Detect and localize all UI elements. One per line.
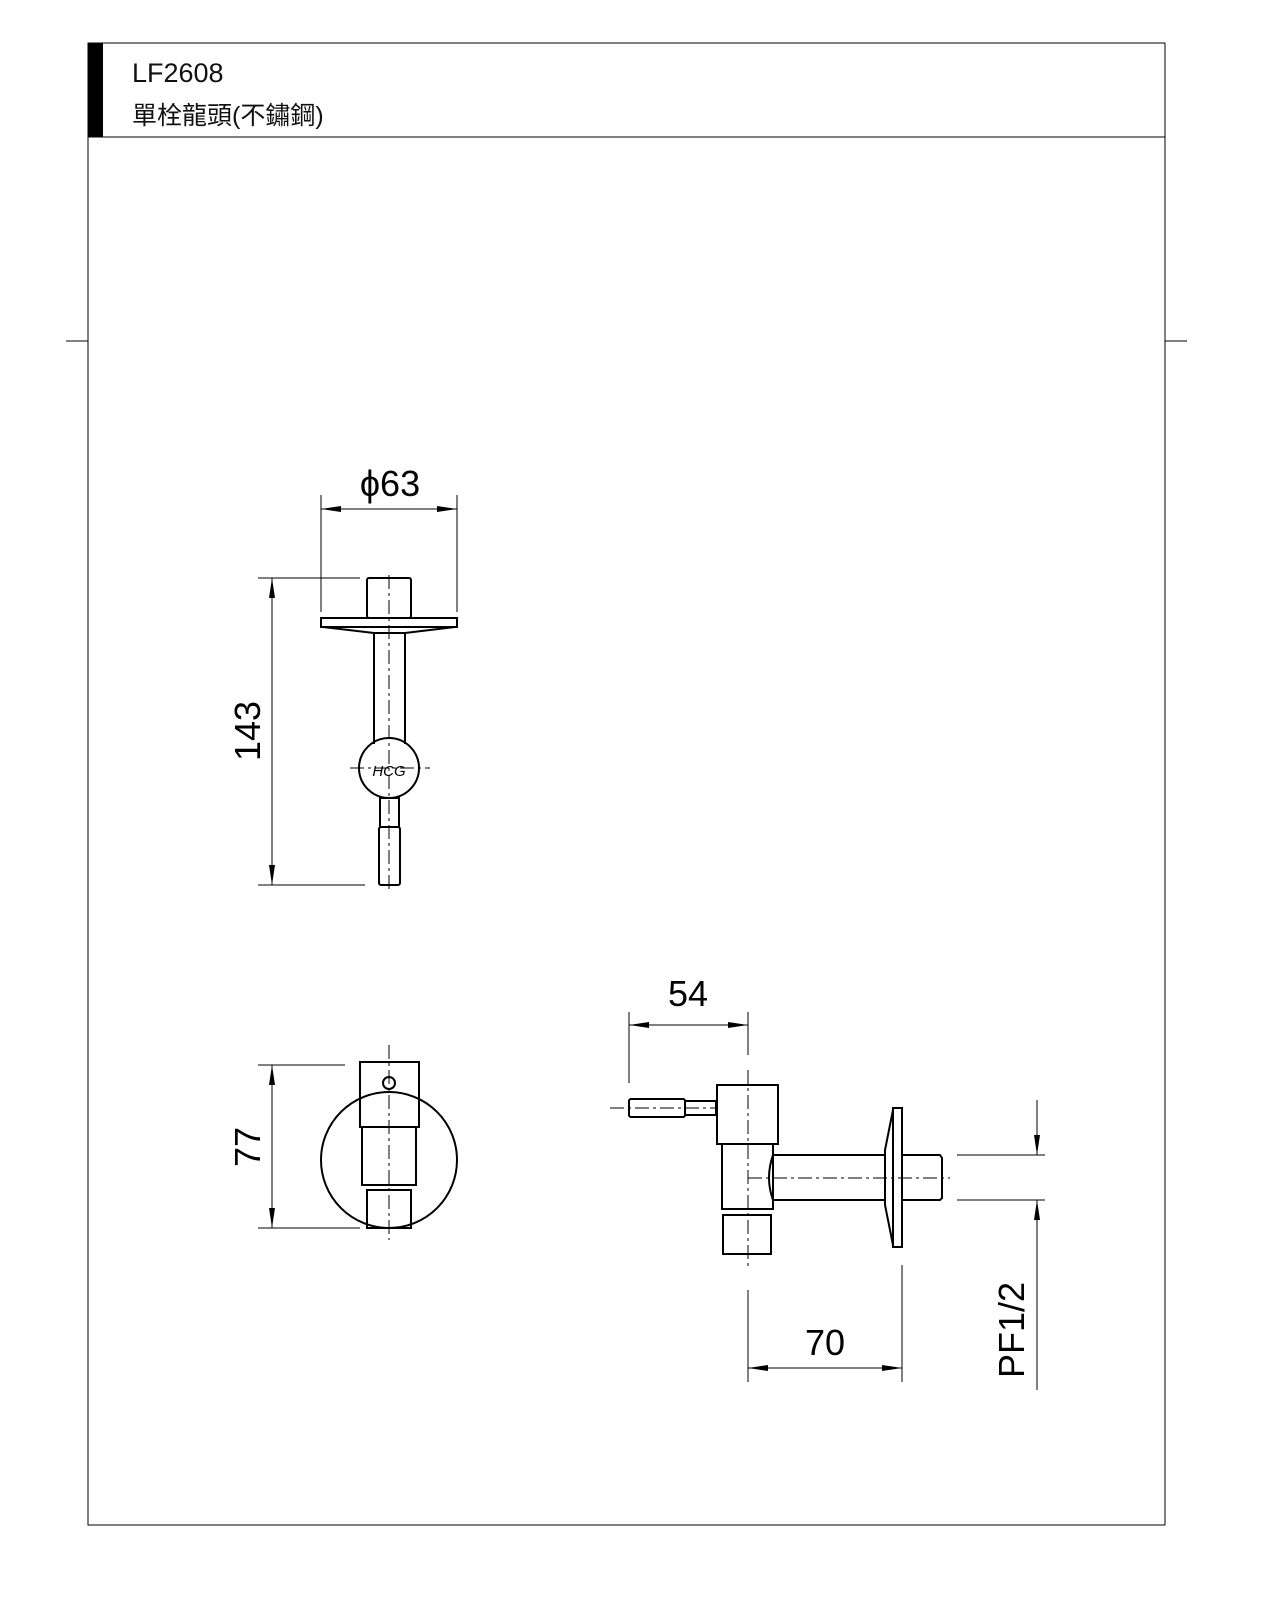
width-dimension: 77 (227, 1127, 268, 1167)
top-view: 77 (227, 1045, 458, 1240)
diameter-dimension: ϕ63 (360, 463, 420, 504)
thread-dimension: PF1/2 (991, 1282, 1032, 1378)
spout-length-dimension: 70 (805, 1322, 845, 1363)
handle-reach-dimension: 54 (668, 973, 708, 1014)
product-description: 單栓龍頭(不鏽鋼) (132, 102, 324, 130)
height-dimension: 143 (227, 701, 268, 761)
front-view: HCG ϕ63 143 (227, 463, 458, 890)
brand-logo: HCG (372, 763, 406, 780)
model-number: LF2608 (132, 58, 224, 88)
side-view: 54 70 PF1/2 (610, 973, 1045, 1390)
drawing-frame (66, 42, 1187, 1526)
